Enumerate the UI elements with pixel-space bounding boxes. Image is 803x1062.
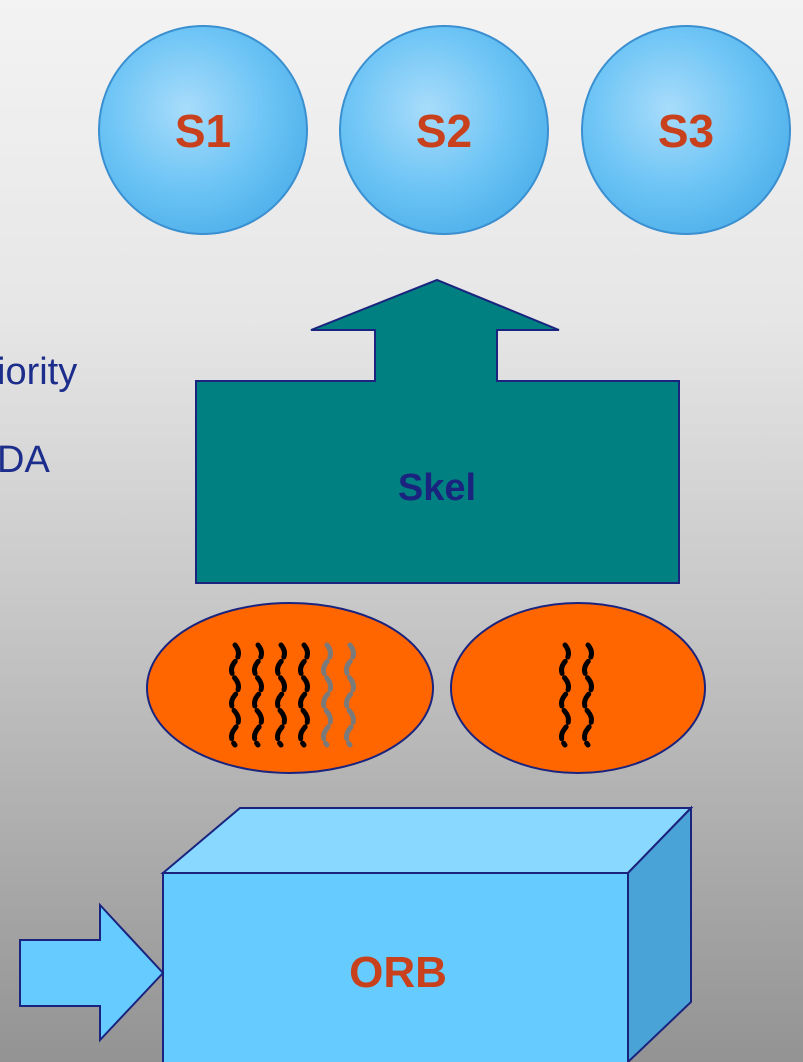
thread-pool-1 (146, 602, 434, 774)
active-thread (559, 642, 571, 748)
orb-label: ORB (349, 948, 447, 997)
side-text-line-1: iority (0, 351, 77, 393)
active-thread (582, 642, 594, 748)
orb-top-face (160, 807, 694, 874)
thread-pool-2-ellipse (450, 602, 706, 774)
service-s2-circle (339, 25, 549, 235)
active-thread (229, 642, 241, 748)
service-s3-circle (581, 25, 791, 235)
active-thread (298, 642, 310, 748)
skeleton-arrow-shape (195, 278, 680, 584)
orb-box: ORB (160, 805, 694, 1062)
active-thread (275, 642, 287, 748)
orb-front-face (162, 872, 629, 1062)
incoming-request-arrow (19, 902, 165, 1043)
idle-thread (321, 642, 333, 748)
service-s1-circle (98, 25, 308, 235)
side-text-line-2: DA (0, 439, 50, 481)
thread-pool-2-threads (559, 642, 594, 748)
thread-pool-1-ellipse (146, 602, 434, 774)
thread-pool-2 (450, 602, 706, 774)
skeleton-block: Skel (195, 278, 680, 584)
service-s3-label: S3 (658, 105, 714, 157)
skeleton-label: Skel (398, 467, 476, 509)
service-s1: S1 (98, 25, 308, 235)
service-s3: S3 (581, 25, 791, 235)
service-s2-label: S2 (416, 105, 472, 157)
active-thread (252, 642, 264, 748)
service-s2: S2 (339, 25, 549, 235)
idle-thread (344, 642, 356, 748)
thread-pool-1-threads (229, 642, 356, 748)
service-s1-label: S1 (175, 105, 231, 157)
